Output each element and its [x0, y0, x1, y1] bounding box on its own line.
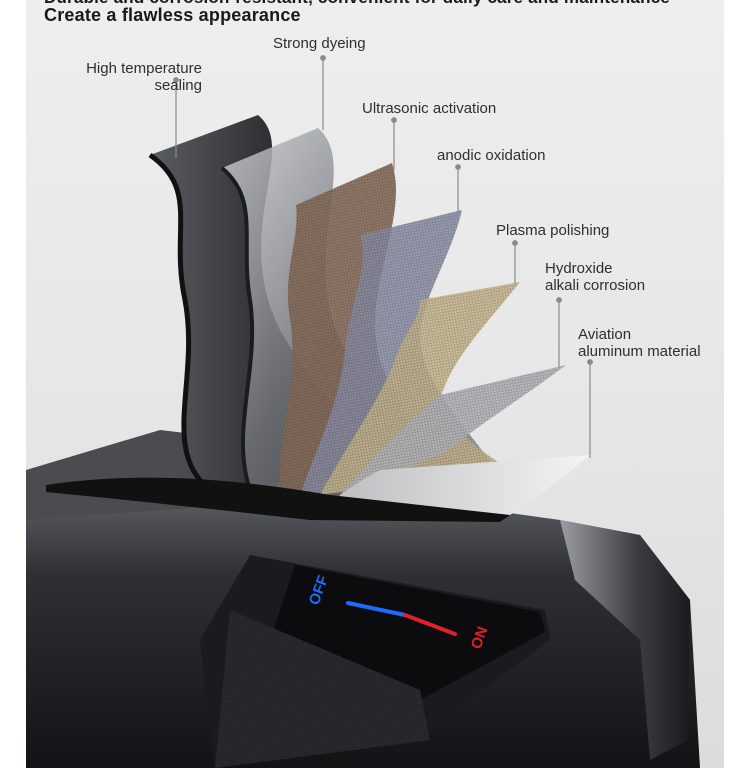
- label-plasma-polishing: Plasma polishing: [496, 222, 610, 239]
- off-indicator: [346, 601, 407, 617]
- label-strong-dyeing: Strong dyeing: [273, 35, 366, 52]
- switch-on-label: ON: [468, 624, 492, 651]
- label-aviation-aluminum-material: Aviation aluminum material: [578, 326, 701, 360]
- headline-top: Durable and corrosion-resistant, conveni…: [44, 0, 670, 8]
- label-high-temperature-sealing: High temperature sealing: [86, 60, 202, 94]
- headline-main: Create a flawless appearance: [44, 5, 301, 25]
- label-ultrasonic-activation: Ultrasonic activation: [362, 100, 497, 117]
- label-hydroxide-alkali-corrosion: Hydroxide alkali corrosion: [545, 260, 646, 294]
- on-indicator: [403, 613, 457, 636]
- label-anodic-oxidation: anodic oxidation: [437, 147, 546, 164]
